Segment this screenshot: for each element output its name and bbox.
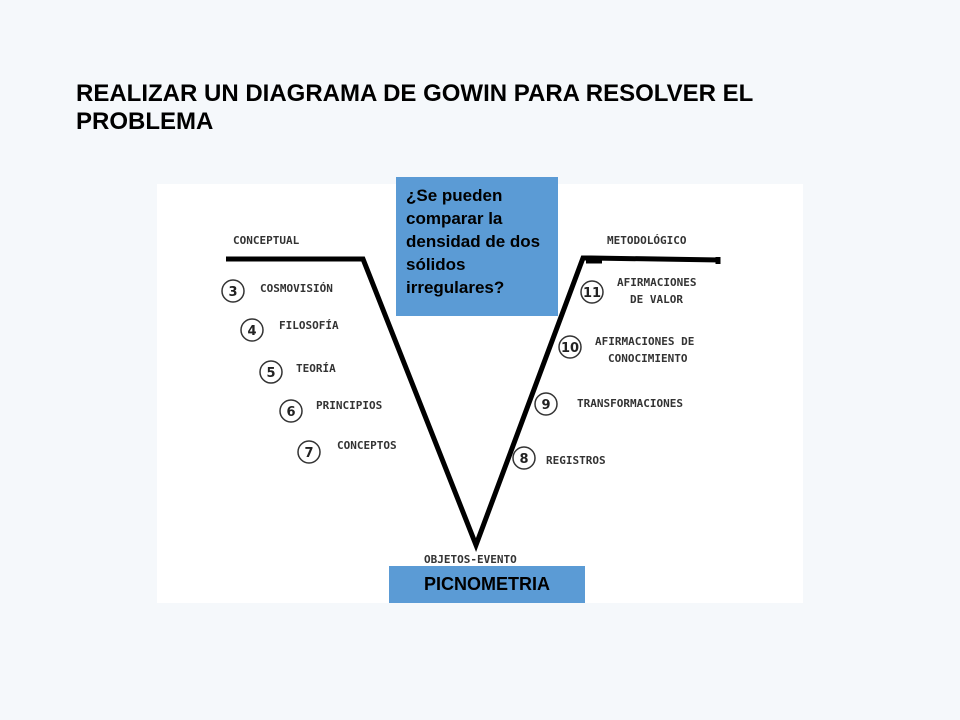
item-number: 8 <box>519 452 528 467</box>
item-label-line2: CONOCIMIENTO <box>608 352 688 365</box>
methodological-item: 8 REGISTROS <box>512 446 606 470</box>
item-label: COSMOVISIÓN <box>260 282 333 295</box>
item-label-line1: AFIRMACIONES DE <box>595 335 694 348</box>
item-number: 5 <box>266 366 275 381</box>
conceptual-item: 6 PRINCIPIOS <box>279 399 382 423</box>
conceptual-item: 5 TEORÍA <box>259 360 336 384</box>
slide-title: REALIZAR UN DIAGRAMA DE GOWIN PARA RESOL… <box>76 80 753 135</box>
item-label-line1: AFIRMACIONES <box>617 276 696 289</box>
methodological-header: METODOLÓGICO <box>607 234 687 247</box>
methodological-item: 11 AFIRMACIONES DE VALOR <box>580 276 696 306</box>
item-number: 3 <box>228 285 237 300</box>
item-number: 11 <box>583 286 601 301</box>
item-label: FILOSOFÍA <box>279 319 339 332</box>
conceptual-item: 3 COSMOVISIÓN <box>221 279 333 303</box>
conceptual-header: CONCEPTUAL <box>233 234 300 247</box>
item-label-line1: TRANSFORMACIONES <box>577 397 683 410</box>
item-label-line2: DE VALOR <box>630 293 683 306</box>
conceptual-item: 4 FILOSOFÍA <box>240 318 339 342</box>
item-label-line1: REGISTROS <box>546 454 606 467</box>
item-label: PRINCIPIOS <box>316 399 382 412</box>
item-number: 4 <box>247 324 256 339</box>
item-number: 9 <box>541 398 550 413</box>
item-number: 7 <box>304 446 313 461</box>
methodological-item: 10 AFIRMACIONES DE CONOCIMIENTO <box>558 335 694 365</box>
item-number: 10 <box>561 341 579 356</box>
focus-question-box: ¿Se pueden comparar la densidad de dos s… <box>396 177 558 316</box>
item-label: TEORÍA <box>296 362 336 375</box>
conceptual-item: 7 CONCEPTOS <box>297 439 397 464</box>
item-label: CONCEPTOS <box>337 439 397 452</box>
objects-event-label: OBJETOS-EVENTO <box>424 553 517 566</box>
gowin-v-shape <box>226 255 721 552</box>
item-number: 6 <box>286 405 295 420</box>
methodological-item: 9 TRANSFORMACIONES <box>534 392 683 416</box>
event-box: PICNOMETRIA <box>389 566 585 603</box>
